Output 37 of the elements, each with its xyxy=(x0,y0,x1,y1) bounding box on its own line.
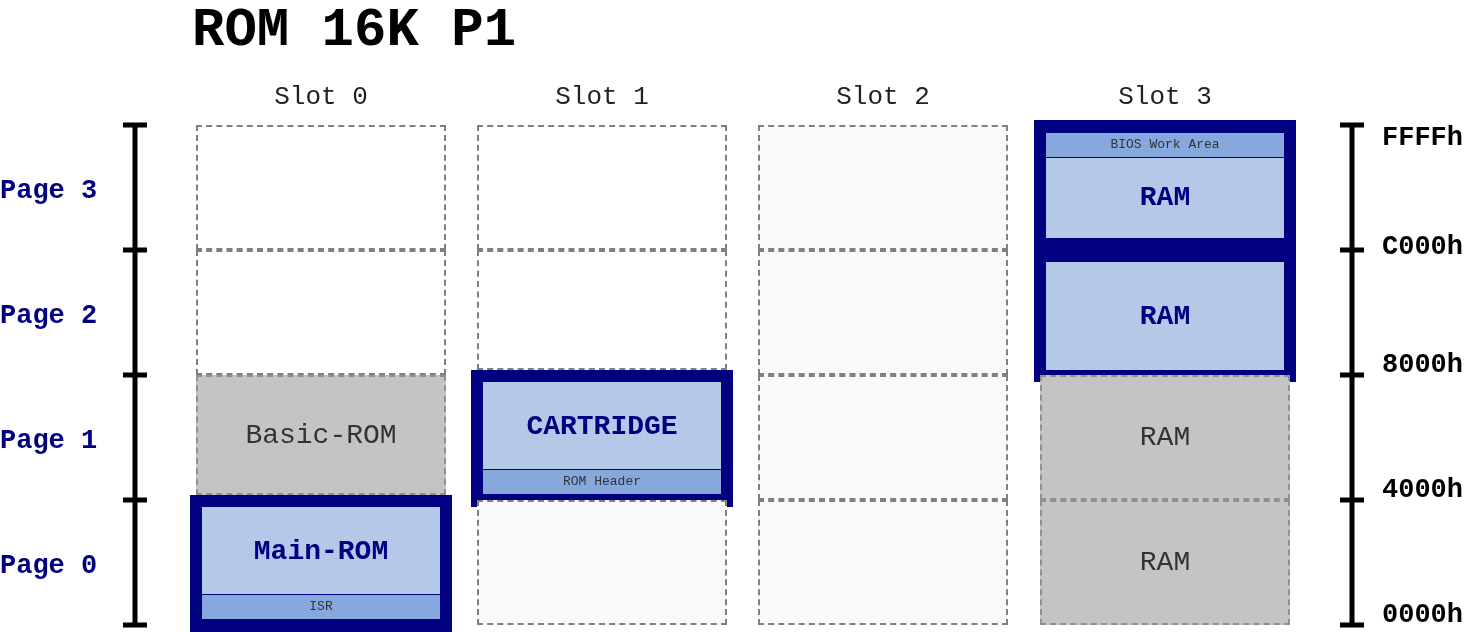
address-label: FFFFh xyxy=(1382,125,1463,152)
column-header: Slot 3 xyxy=(1118,84,1212,110)
block-label: Basic-ROM xyxy=(244,418,398,453)
active-memory-block xyxy=(190,495,452,632)
empty-slot-box xyxy=(758,125,1008,250)
active-memory-block xyxy=(471,370,733,507)
block-label: RAM xyxy=(1138,421,1192,455)
address-label: 4000h xyxy=(1382,477,1463,504)
block-label: Main-ROM xyxy=(252,535,390,569)
active-memory-block xyxy=(1034,120,1296,250)
memory-block xyxy=(1040,500,1290,625)
sub-area-band: ISR xyxy=(202,594,440,620)
column-header: Slot 1 xyxy=(555,84,649,110)
block-label: CARTRIDGE xyxy=(525,410,679,444)
row-header: Page 0 xyxy=(0,553,98,580)
column-header: Slot 2 xyxy=(836,84,930,110)
block-label: RAM xyxy=(1138,299,1192,334)
block-label: RAM xyxy=(1138,180,1192,215)
sub-area-band: BIOS Work Area xyxy=(1046,132,1284,158)
address-label: 0000h xyxy=(1382,602,1463,629)
empty-slot-box xyxy=(758,500,1008,625)
memory-block xyxy=(1040,375,1290,500)
block-label: RAM xyxy=(1138,546,1192,580)
empty-slot-box xyxy=(196,125,446,250)
empty-slot-box xyxy=(477,125,727,250)
diagram-title: ROM 16K P1 xyxy=(192,4,517,58)
row-header: Page 1 xyxy=(0,428,98,455)
empty-slot-box xyxy=(758,375,1008,500)
empty-slot-box xyxy=(477,500,727,625)
memory-block xyxy=(196,375,446,495)
sub-area-band: ROM Header xyxy=(483,469,721,495)
row-header: Page 2 xyxy=(0,303,98,330)
address-label: 8000h xyxy=(1382,352,1463,379)
column-header: Slot 0 xyxy=(274,84,368,110)
row-header: Page 3 xyxy=(0,178,98,205)
address-label: C000h xyxy=(1382,234,1463,261)
empty-slot-box xyxy=(758,250,1008,375)
